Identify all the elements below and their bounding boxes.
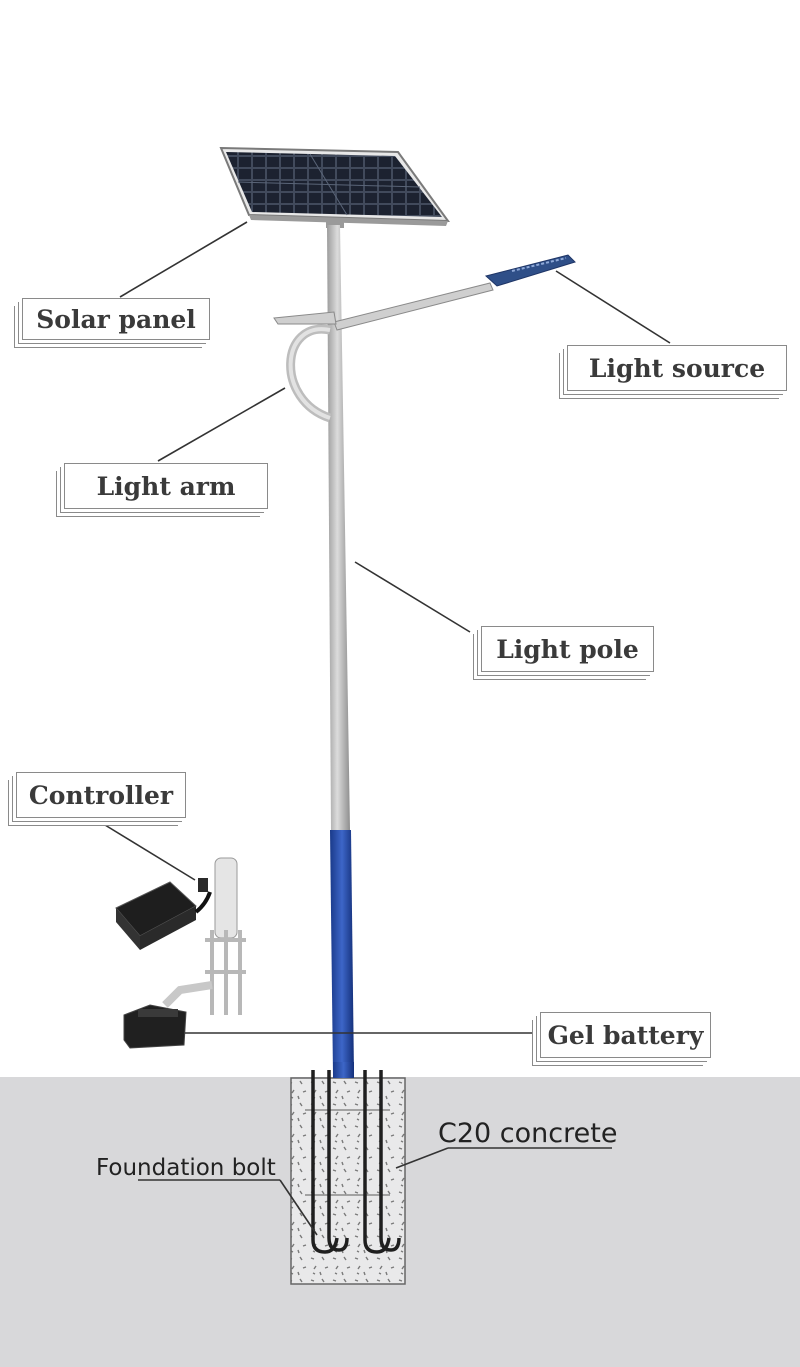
label-c20-concrete: C20 concrete [438,1118,618,1149]
controller-unit [115,857,246,1015]
light-arm [273,282,494,423]
light-pole [327,225,354,1075]
label-light-arm: Light arm [64,463,268,509]
concrete-foundation [290,1062,406,1285]
label-controller: Controller [16,772,186,818]
label-light-source: Light source [567,345,787,391]
label-solar-panel-text: Solar panel [36,304,196,334]
label-light-pole-text: Light pole [496,634,639,664]
label-controller-text: Controller [28,780,174,810]
gel-battery [123,1004,187,1049]
label-solar-panel: Solar panel [22,298,210,340]
label-foundation-bolt: Foundation bolt [96,1155,276,1181]
foundation-bolts [311,1070,401,1254]
label-light-pole: Light pole [481,626,654,672]
label-gel-battery-text: Gel battery [547,1020,704,1050]
label-gel-battery: Gel battery [540,1012,711,1058]
leader-lines [104,221,671,1236]
solar-panel [219,146,451,228]
light-source [484,254,576,287]
label-light-arm-text: Light arm [96,471,236,501]
label-light-source-text: Light source [588,353,766,383]
